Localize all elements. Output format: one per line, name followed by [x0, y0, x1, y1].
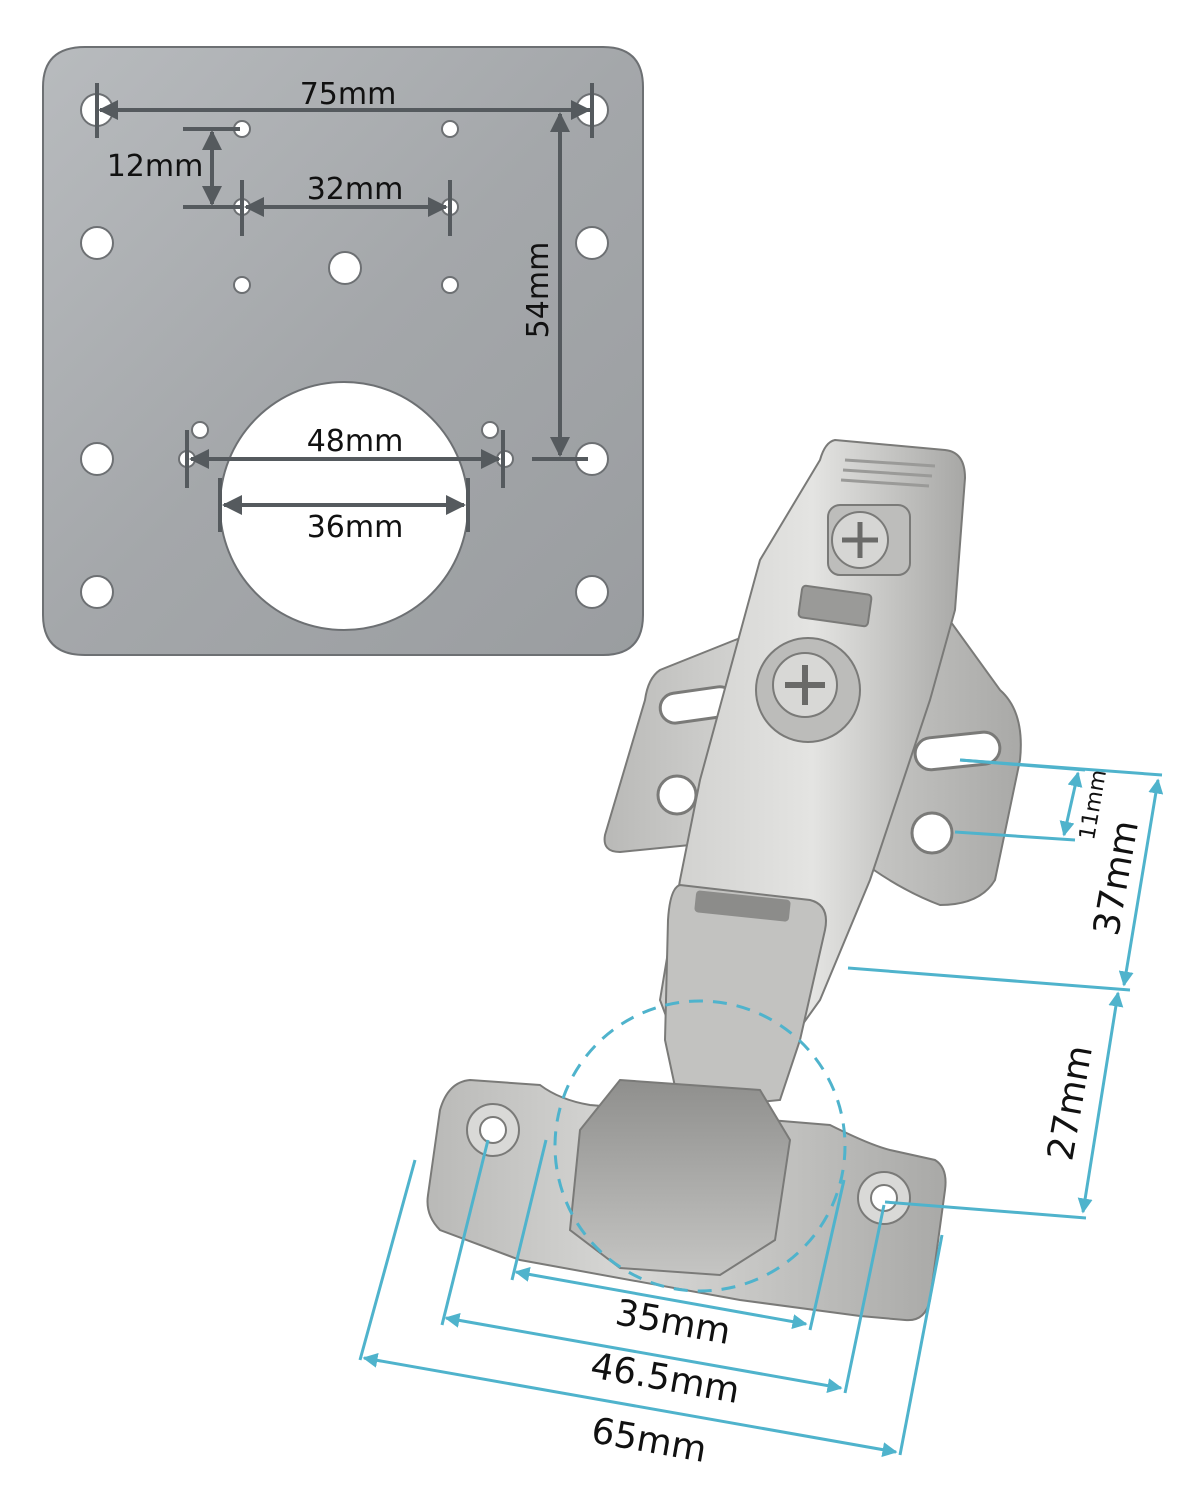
plate-body	[42, 46, 644, 656]
mounting-screw-icon	[755, 637, 861, 743]
hinge-label-27: 27mm	[1040, 1042, 1101, 1163]
plate-label-12: 12mm	[107, 149, 204, 184]
hinge-label-35: 35mm	[612, 1292, 733, 1353]
plate-dim-12	[183, 127, 240, 209]
arm-slot	[797, 584, 873, 628]
arm-ridges	[840, 458, 936, 488]
plate-label-75: 75mm	[300, 77, 397, 112]
concealed-hinge: 11mm 37mm 27mm 35mm 46.5mm 65mm	[358, 438, 1164, 1471]
plate-label-54: 54mm	[521, 242, 556, 339]
hinge-knuckle	[663, 883, 827, 1112]
plate-label-48: 48mm	[307, 424, 404, 459]
repair-plate: 75mm 12mm 32mm 54mm 48mm 36mm	[42, 46, 644, 656]
hinge-cup	[568, 1078, 792, 1277]
plate-label-32: 32mm	[307, 172, 404, 207]
adjust-screw-icon	[827, 504, 911, 576]
plate-dim-36	[218, 478, 470, 532]
knuckle-pin	[694, 890, 791, 922]
plate-dim-32	[240, 180, 452, 236]
hinge-dim-37	[847, 758, 1164, 992]
plate-label-36: 36mm	[307, 510, 404, 545]
plate-dim-54	[532, 108, 592, 461]
hinge-dim-65	[358, 1159, 944, 1458]
plate-dim-48	[185, 430, 505, 488]
hinge-dim-27	[884, 991, 1124, 1220]
hinge-label-65: 65mm	[588, 1410, 709, 1471]
